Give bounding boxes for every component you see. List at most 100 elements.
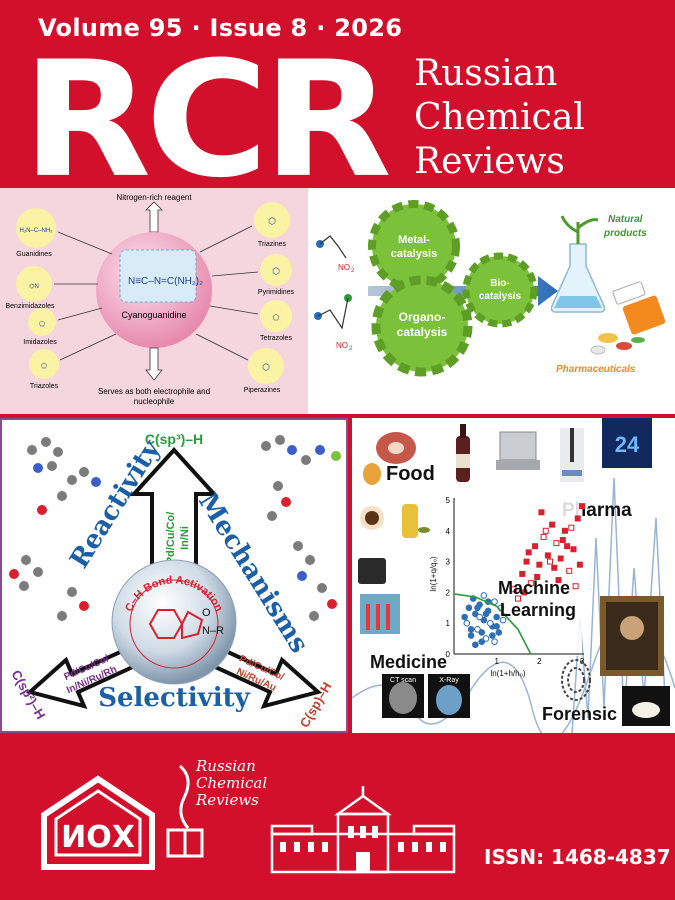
data-point xyxy=(476,613,483,621)
top-catalysts: Pd/Cu/Co/ In/Ni xyxy=(165,512,191,565)
data-point xyxy=(472,641,479,649)
selectivity-label: Selectivity xyxy=(98,683,250,713)
data-point xyxy=(493,622,500,630)
y-tick-label: 0 xyxy=(446,650,451,659)
data-points xyxy=(461,503,585,649)
pharmaceuticals-label: Pharmaceuticals xyxy=(556,364,636,375)
svg-text:⬠: ⬠ xyxy=(273,313,280,322)
data-point xyxy=(491,638,498,645)
svg-text:Bio-: Bio- xyxy=(490,278,509,289)
data-point xyxy=(542,527,549,534)
y-tick-label: 2 xyxy=(446,588,451,597)
svg-text:2: 2 xyxy=(349,346,353,352)
svg-text:NO: NO xyxy=(336,341,348,350)
ch-activation-diagram: C(sp³)–H Pd/Cu/Co/ In/Ni Pd/Cu/Co/ In/Ni… xyxy=(8,431,341,730)
p1-bottom-label-1: Serves as both electrophile and xyxy=(98,387,210,396)
natural-products-1: Natural xyxy=(608,214,643,225)
learning-label: Learning xyxy=(500,600,576,620)
data-point xyxy=(538,509,545,516)
data-point xyxy=(499,616,507,624)
left-ring-guanidines: H₂N–C–NH₂ Guanidines xyxy=(16,208,56,258)
data-point xyxy=(482,635,490,642)
x-tick-label: 1 xyxy=(494,657,499,666)
data-point xyxy=(510,586,517,593)
svg-text:Pyrimidines: Pyrimidines xyxy=(258,289,295,296)
cyanoguanidine-diagram: Nitrogen-rich reagent N≡C–N=C(NH₂)₂ Cyan… xyxy=(5,193,295,406)
data-point xyxy=(534,574,541,580)
pill-bottle-icon xyxy=(590,281,666,355)
panel-ch-activation: C(sp³)–H Pd/Cu/Co/ In/Ni Pd/Cu/Co/ In/Ni… xyxy=(0,418,348,733)
journal-name-line2: Chemical xyxy=(414,97,585,138)
left-ring-benzimidazoles: ⌬N Benzimidazoles xyxy=(5,266,55,310)
right-ring-piperazines: ⬡ Piperazines xyxy=(244,348,284,394)
data-point xyxy=(482,610,490,618)
wine-bottle-icon xyxy=(456,424,470,482)
forensic-label: Forensic xyxy=(542,704,617,724)
svg-text:⬠: ⬠ xyxy=(39,320,45,328)
svg-text:⬡: ⬡ xyxy=(272,266,280,276)
data-point xyxy=(561,527,568,534)
ct-scan-icon: CT scan xyxy=(382,674,424,718)
data-point xyxy=(523,558,530,565)
data-point xyxy=(472,610,479,618)
svg-text:Pd/Cu/Co/: Pd/Cu/Co/ xyxy=(165,512,177,565)
food-label: Food xyxy=(386,463,435,485)
svg-text:catalysis: catalysis xyxy=(479,291,522,302)
balance-icon xyxy=(496,431,540,470)
data-point xyxy=(474,626,481,633)
right-ring-triazines: ⬡ Triazines xyxy=(254,202,290,248)
molecule-box xyxy=(119,249,197,303)
data-point xyxy=(549,521,556,528)
svg-text:catalysis: catalysis xyxy=(397,325,448,339)
gear-bio-catalysis: Bio- catalysis xyxy=(462,252,538,328)
data-point xyxy=(467,626,475,633)
right-ring-tetrazoles: ⬠ Tetrazoles xyxy=(260,300,292,342)
p1-top-label: Nitrogen-rich reagent xyxy=(116,193,192,202)
data-point xyxy=(525,549,532,556)
data-point xyxy=(527,580,534,587)
data-point xyxy=(515,595,521,602)
institute-logo-text: ИОХ xyxy=(61,820,135,855)
svg-text:⬠: ⬠ xyxy=(41,362,47,370)
data-point xyxy=(576,561,583,568)
natural-products-2: products xyxy=(603,228,647,239)
cyanoguanidine-molecule: N≡C–N=C(NH₂)₂ xyxy=(128,276,203,287)
svg-text:24: 24 xyxy=(615,432,640,457)
left-ring-triazoles: ⬠ Triazoles xyxy=(29,349,59,390)
svg-text:Benzimidazoles: Benzimidazoles xyxy=(5,303,55,310)
data-point xyxy=(574,515,581,522)
data-point xyxy=(559,537,566,544)
building-logo xyxy=(268,786,458,876)
journal-name-line3: Reviews xyxy=(414,141,565,182)
y-tick-label: 5 xyxy=(446,496,451,505)
oil-bottle-icon xyxy=(402,504,430,538)
data-point xyxy=(486,619,494,627)
food-meat-icon xyxy=(363,432,416,485)
data-point xyxy=(553,540,560,547)
data-point xyxy=(568,524,575,531)
svg-text:N–R: N–R xyxy=(202,625,224,637)
flask-icon xyxy=(550,215,606,313)
test-tubes-icon xyxy=(360,594,400,634)
svg-text:NO: NO xyxy=(338,263,350,272)
svg-text:CT scan: CT scan xyxy=(390,677,416,684)
y-tick-label: 1 xyxy=(446,619,451,628)
svg-text:Metal-: Metal- xyxy=(398,234,430,246)
reagent-2: NO 2 xyxy=(314,294,353,352)
y-tick-label: 4 xyxy=(446,527,451,536)
data-point xyxy=(480,592,488,599)
data-point xyxy=(463,619,471,627)
svg-text:Organo-: Organo- xyxy=(399,310,446,324)
svg-text:Imidazoles: Imidazoles xyxy=(23,339,57,346)
data-point xyxy=(570,546,577,553)
down-arrow-icon xyxy=(145,347,163,381)
issue-line: Volume 95 · Issue 8 · 2026 xyxy=(38,14,403,42)
svg-text:⬡: ⬡ xyxy=(268,216,276,226)
y-axis-label: ln(1+q/q₀) xyxy=(429,556,438,591)
data-point xyxy=(474,604,481,612)
data-point xyxy=(491,598,498,605)
gear-organo-catalysis: Organo- catalysis xyxy=(371,275,473,377)
data-point xyxy=(478,629,486,636)
svg-text:⌬N: ⌬N xyxy=(29,283,39,290)
